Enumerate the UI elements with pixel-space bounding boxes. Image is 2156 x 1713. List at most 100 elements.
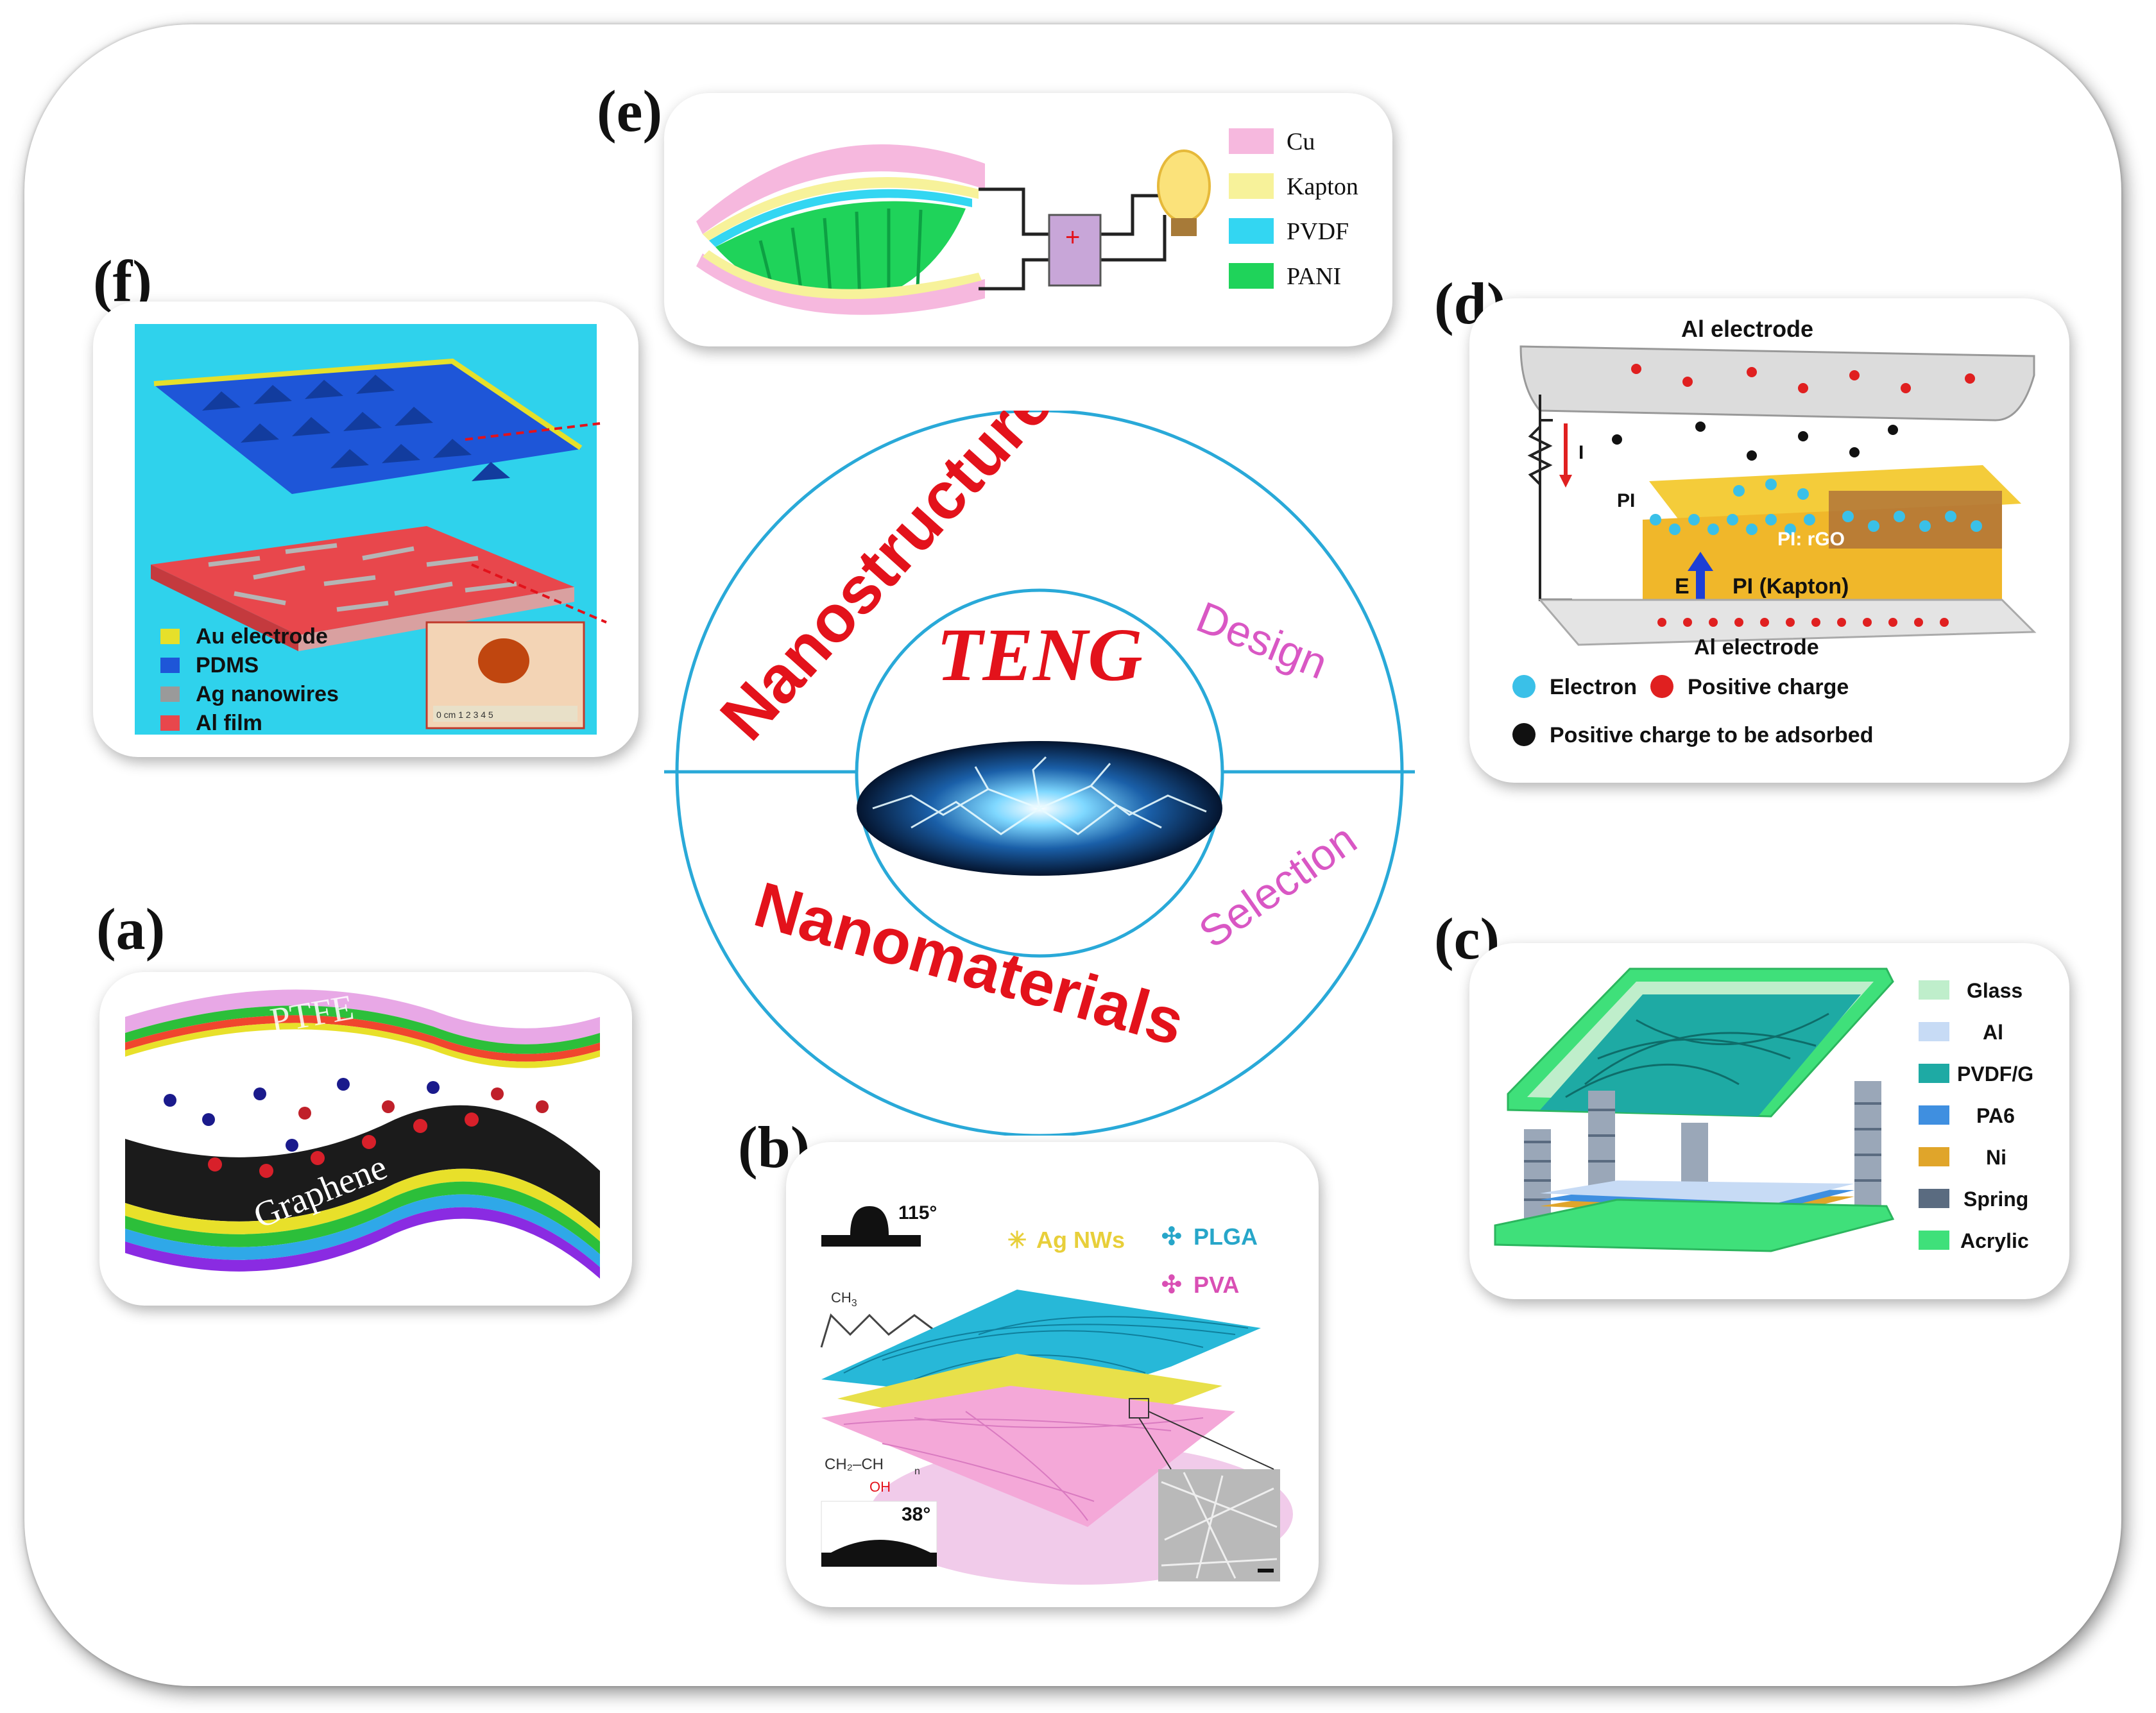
- legend-kapton: Kapton: [1287, 173, 1358, 200]
- legend-ag: Ag nanowires: [196, 682, 339, 706]
- au-electrode-edge: [153, 358, 583, 450]
- legend-swatch: [160, 715, 180, 731]
- rgo-cutaway: [1829, 491, 2002, 549]
- legend-pani: PANI: [1287, 263, 1341, 290]
- pva-n: n: [914, 1466, 920, 1477]
- legend-pvdf: PVDF: [1287, 218, 1349, 245]
- legend-swatch: [1229, 128, 1274, 154]
- sem-inset: [1158, 1469, 1280, 1581]
- legend-plga: PLGA: [1194, 1223, 1258, 1250]
- legend-swatch: [1919, 1189, 1949, 1208]
- panel-e-drawing: + Cu Kapton PVDF PANI: [696, 128, 1358, 315]
- legend-adsorbed: Positive charge to be adsorbed: [1550, 723, 1873, 747]
- panel-a-label: (a): [96, 896, 166, 962]
- graphene-charges: [208, 1112, 479, 1178]
- legend-cu: Cu: [1287, 128, 1315, 155]
- electron-legend-icon: [1512, 675, 1536, 698]
- legend-pa6: PA6: [1976, 1104, 2015, 1127]
- resistor: [1527, 425, 1553, 486]
- legend-spring: Spring: [1964, 1188, 2028, 1211]
- legend-swatch: [160, 658, 180, 673]
- panel-e-legend: Cu Kapton PVDF PANI: [1229, 128, 1358, 290]
- legend-swatch: [1919, 980, 1949, 1000]
- panel-b: 115° ✳ Ag NWs ✣ PLGA ✣ PVA CH3 CH₂–CH O: [786, 1142, 1319, 1607]
- legend-al: Al film: [196, 711, 262, 735]
- legend-glass: Glass: [1967, 979, 2023, 1002]
- graphene-stack: [125, 1105, 600, 1279]
- spring-coils: [1524, 1102, 1881, 1201]
- legend-agnws: Ag NWs: [1036, 1227, 1125, 1253]
- bottom-electrode-label: Al electrode: [1694, 635, 1819, 660]
- legend-swatch: [1919, 1231, 1949, 1250]
- design-tag: Design: [1183, 584, 1342, 694]
- legend-swatch: [1919, 1022, 1949, 1041]
- pi-label: PI: [1617, 490, 1635, 511]
- legend-pva: PVA: [1194, 1272, 1239, 1298]
- rectifier-box: [1048, 214, 1102, 287]
- legend-swatch: [1229, 173, 1274, 199]
- panel-e: + Cu Kapton PVDF PANI: [664, 93, 1392, 346]
- ruler-text: 0 cm 1 2 3 4 5: [436, 710, 493, 720]
- pva-fibers: [843, 1411, 1204, 1521]
- panel-e-label: (e): [597, 78, 663, 144]
- fiber-texture: [1565, 1012, 1829, 1098]
- legend-ni: Ni: [1986, 1146, 2006, 1169]
- panel-c: Glass Al PVDF/G PA6 Ni Spring Acrylic: [1469, 943, 2069, 1299]
- material-legend: ✳ Ag NWs ✣ PLGA ✣ PVA: [1007, 1223, 1258, 1299]
- legend-plga-icon: ✣: [1161, 1223, 1182, 1250]
- positive-charges-top: [1631, 364, 1975, 393]
- panel-f-legend: Au electrode PDMS Ag nanowires Al film: [160, 624, 339, 735]
- legend-au: Au electrode: [196, 624, 328, 649]
- field-label: E: [1675, 574, 1690, 599]
- plus-sign: +: [1065, 223, 1080, 251]
- adsorbable-charges: [1612, 422, 1898, 461]
- panel-d: Al electrode I PI PI: rGO E: [1469, 298, 2069, 783]
- lightning-bolts: [872, 756, 1207, 835]
- legend-swatch: [160, 629, 180, 644]
- electrons: [1650, 479, 1982, 535]
- legend-positive: Positive charge: [1688, 675, 1849, 699]
- angle-top-text: 115°: [898, 1202, 937, 1223]
- pva-layer: [821, 1386, 1235, 1527]
- legend-swatch: [1229, 263, 1274, 289]
- legend-swatch: [1919, 1105, 1949, 1125]
- legend-swatch: [160, 686, 180, 702]
- arrows: [465, 422, 607, 624]
- rgo-label: PI: rGO: [1777, 529, 1845, 550]
- contact-angle-bottom: 38°: [821, 1501, 937, 1567]
- pva-structure: CH₂–CH OH n: [825, 1456, 920, 1495]
- top-electrode-label: Al electrode: [1681, 316, 1813, 342]
- top-electrode: [1519, 345, 2035, 422]
- kapton-layer: [703, 177, 979, 241]
- svg-text:Design: Design: [1190, 592, 1334, 688]
- angle-bottom-text: 38°: [902, 1504, 930, 1525]
- cu-top-dome: [696, 144, 985, 234]
- kapton-label: PI (Kapton): [1733, 574, 1849, 599]
- ptfe-stack: [125, 989, 600, 1068]
- panel-f-drawing: Au electrode PDMS Ag nanowires Al film 0…: [135, 324, 607, 735]
- panel-c-drawing: Glass Al PVDF/G PA6 Ni Spring Acrylic: [1494, 967, 2033, 1252]
- cu-bottom: [696, 253, 985, 315]
- bulb-icon: [1157, 149, 1211, 236]
- legend-swatch: [1229, 218, 1274, 244]
- panel-c-legend: Glass Al PVDF/G PA6 Ni Spring Acrylic: [1919, 979, 2033, 1252]
- panel-b-drawing: 115° ✳ Ag NWs ✣ PLGA ✣ PVA CH3 CH₂–CH O: [820, 1202, 1293, 1585]
- panel-f: Au electrode PDMS Ag nanowires Al film 0…: [93, 302, 638, 757]
- panel-d-drawing: Al electrode I PI PI: rGO E: [1512, 316, 2037, 747]
- positive-legend-icon: [1650, 675, 1673, 698]
- teng-title: TENG: [936, 613, 1142, 697]
- positive-charges-bottom: [1657, 618, 1949, 627]
- device-photo: 0 cm 1 2 3 4 5: [425, 621, 585, 729]
- pva-formula: CH₂–CH: [825, 1456, 884, 1473]
- legend-agnws-icon: ✳: [1007, 1227, 1027, 1253]
- plga-fibers: [843, 1316, 1249, 1380]
- legend-pvdf-g: PVDF/G: [1957, 1062, 2033, 1086]
- pva-oh: OH: [869, 1479, 891, 1495]
- legend-acrylic: Acrylic: [1960, 1229, 2029, 1252]
- pvdf-g-mat: [1540, 994, 1861, 1116]
- contact-angle-top: 115°: [821, 1202, 937, 1247]
- pvdf-layer: [709, 189, 972, 247]
- legend-electron: Electron: [1550, 675, 1637, 699]
- ag-nanowires: [208, 543, 517, 612]
- inset-pointer: [1129, 1398, 1274, 1470]
